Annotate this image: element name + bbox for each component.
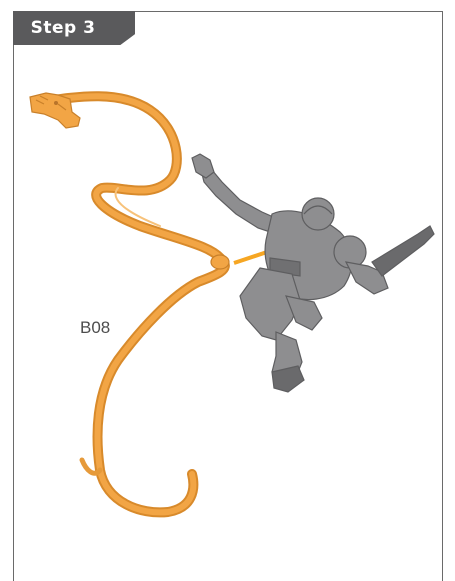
grey-soldier-figure-icon — [192, 154, 434, 392]
part-label-b08: B08 — [80, 318, 110, 338]
